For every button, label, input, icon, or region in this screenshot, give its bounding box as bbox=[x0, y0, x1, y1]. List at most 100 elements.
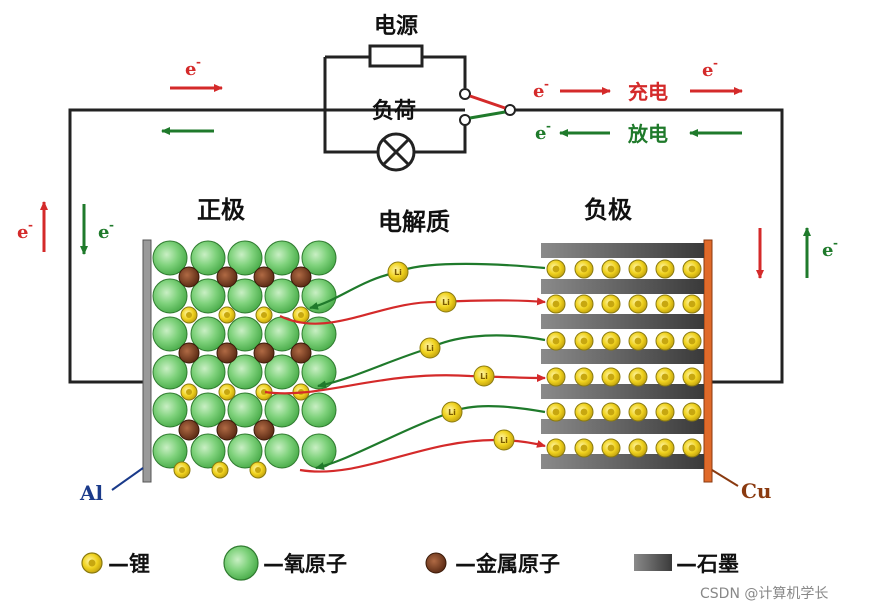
electron-label-top-left: e - bbox=[185, 55, 201, 80]
electron-label-discharge: e - bbox=[535, 119, 551, 144]
electron-label-charge-left: e - bbox=[533, 77, 549, 102]
metal-atom bbox=[253, 419, 275, 441]
graphite-layers bbox=[541, 243, 704, 469]
svg-text:Li: Li bbox=[448, 408, 456, 417]
svg-text:Li: Li bbox=[394, 268, 402, 277]
watermark: CSDN @计算机学长 bbox=[700, 586, 828, 602]
legend-oxygen-swatch bbox=[223, 545, 259, 581]
lithium-ion bbox=[546, 259, 566, 279]
lithium-ion bbox=[601, 331, 621, 351]
oxygen-atom bbox=[301, 316, 337, 352]
lithium-ion bbox=[180, 383, 198, 401]
svg-text:e: e bbox=[822, 240, 833, 261]
lithium-ion bbox=[574, 331, 594, 351]
metal-atom bbox=[178, 342, 200, 364]
graphite-layer bbox=[541, 384, 704, 399]
lithium-ion bbox=[628, 367, 648, 387]
lithium-ion bbox=[546, 367, 566, 387]
lithium-ion-floating: Li bbox=[419, 337, 441, 359]
svg-text:-: - bbox=[109, 218, 114, 232]
oxygen-atoms bbox=[152, 240, 337, 469]
cu-leader-line bbox=[711, 469, 739, 487]
metal-atom bbox=[216, 419, 238, 441]
metal-atom bbox=[290, 342, 312, 364]
lithium-ion bbox=[601, 402, 621, 422]
oxygen-atom bbox=[264, 240, 300, 276]
charge-ion-path bbox=[264, 373, 546, 395]
lithium-ion bbox=[601, 294, 621, 314]
electron-label-charge-right: e - bbox=[702, 56, 718, 81]
charge-ion-path bbox=[279, 297, 546, 325]
electron-label-left-red: e - bbox=[17, 218, 33, 243]
svg-text:e: e bbox=[702, 60, 713, 81]
metal-atom bbox=[253, 342, 275, 364]
oxygen-atom bbox=[227, 316, 263, 352]
legend-oxygen-label: —氧原子 bbox=[263, 552, 347, 576]
oxygen-atom bbox=[152, 240, 188, 276]
oxygen-atom bbox=[227, 433, 263, 469]
lithium-ion bbox=[574, 438, 594, 458]
lithium-ion bbox=[682, 331, 702, 351]
lithium-ion bbox=[682, 367, 702, 387]
lithium-ion bbox=[574, 367, 594, 387]
legend: —锂 —氧原子 —金属原子 —石墨 bbox=[81, 545, 739, 581]
lithium-ions-anode bbox=[546, 259, 702, 458]
legend-metal-label: —金属原子 bbox=[455, 552, 560, 576]
lithium-ion bbox=[574, 402, 594, 422]
al-current-collector bbox=[142, 239, 152, 483]
oxygen-atom bbox=[190, 354, 226, 390]
lithium-ion-floating: Li bbox=[435, 291, 457, 313]
svg-text:Li: Li bbox=[426, 344, 434, 353]
lithium-ion-floating: Li bbox=[493, 429, 515, 451]
oxygen-atom bbox=[264, 354, 300, 390]
lithium-ion bbox=[628, 294, 648, 314]
lithium-ion bbox=[655, 294, 675, 314]
svg-text:e: e bbox=[98, 222, 109, 243]
al-leader-line bbox=[111, 467, 144, 491]
svg-text:Li: Li bbox=[442, 298, 450, 307]
svg-text:-: - bbox=[28, 218, 33, 232]
oxygen-atom bbox=[227, 392, 263, 428]
oxygen-atom bbox=[152, 278, 188, 314]
legend-lithium-label: —锂 bbox=[108, 552, 150, 576]
metal-atom bbox=[290, 266, 312, 288]
oxygen-atom bbox=[190, 316, 226, 352]
load-label: 负荷 bbox=[372, 99, 416, 124]
switch bbox=[459, 88, 516, 126]
lithium-ion bbox=[628, 259, 648, 279]
charge-label: 充电 bbox=[628, 80, 668, 104]
lithium-ion bbox=[655, 259, 675, 279]
svg-text:-: - bbox=[196, 55, 201, 69]
lithium-ion-floating: Li bbox=[473, 365, 495, 387]
negative-electrode-label: 负极 bbox=[584, 196, 632, 224]
electron-label-left-green: e - bbox=[98, 218, 114, 243]
lithium-ion bbox=[574, 294, 594, 314]
lithium-ion bbox=[546, 294, 566, 314]
svg-text:-: - bbox=[713, 56, 718, 70]
lithium-ion bbox=[546, 331, 566, 351]
svg-text:-: - bbox=[546, 119, 551, 133]
lithium-ion bbox=[546, 402, 566, 422]
svg-text:e: e bbox=[535, 123, 546, 144]
positive-electrode-label: 正极 bbox=[197, 196, 245, 224]
lamp-symbol bbox=[376, 132, 416, 172]
metal-atom bbox=[216, 266, 238, 288]
lithium-ion bbox=[601, 367, 621, 387]
oxygen-atom bbox=[301, 240, 337, 276]
lithium-ion bbox=[211, 461, 229, 479]
circuit-wire bbox=[68, 108, 784, 384]
metal-atom bbox=[178, 266, 200, 288]
oxygen-atom bbox=[301, 392, 337, 428]
svg-text:e: e bbox=[533, 81, 544, 102]
lithium-ion bbox=[655, 331, 675, 351]
graphite-layer bbox=[541, 279, 704, 294]
lithium-ion bbox=[255, 306, 273, 324]
lithium-ion bbox=[546, 438, 566, 458]
legend-graphite-swatch bbox=[634, 554, 672, 571]
lithium-ion-floating: Li bbox=[441, 401, 463, 423]
metal-atoms bbox=[178, 266, 312, 441]
power-source-symbol bbox=[368, 44, 424, 68]
lithium-ion bbox=[574, 259, 594, 279]
